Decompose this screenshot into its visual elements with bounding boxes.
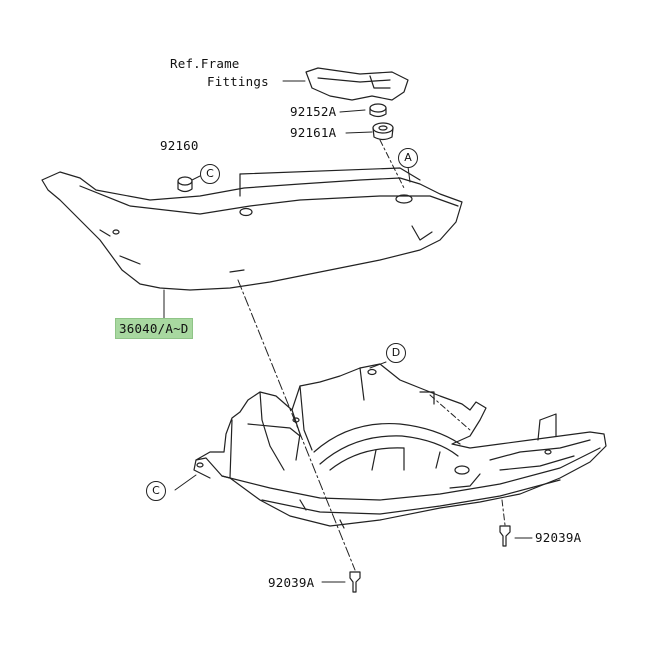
label-ref-frame-line2: Fittings <box>207 74 269 89</box>
collar-92152A-part <box>369 103 387 118</box>
grommet-92160-part <box>177 176 193 193</box>
callout-c-left: C <box>146 481 166 501</box>
bolt-92039A-right-part <box>499 525 511 547</box>
label-part-92039A-right: 92039A <box>535 530 582 545</box>
callout-a-right: A <box>398 148 418 168</box>
callout-d-mid: D <box>386 343 406 363</box>
label-part-92039A-bottom: 92039A <box>268 575 315 590</box>
bolt-92039A-bottom-part <box>349 571 361 593</box>
damper-92161A-part <box>372 122 394 141</box>
leader-lines <box>163 80 533 583</box>
label-part-36040: 36040/A~D <box>115 318 193 339</box>
label-part-92161A: 92161A <box>290 125 337 140</box>
label-ref-frame-line1: Ref.Frame <box>170 56 240 71</box>
callout-c-top: C <box>200 164 220 184</box>
label-part-92160: 92160 <box>160 138 199 153</box>
ref-frame-fitting-part <box>305 67 409 101</box>
side-cover-36040-part <box>41 167 463 291</box>
label-part-92152A: 92152A <box>290 104 337 119</box>
inner-fender-part <box>193 363 607 529</box>
